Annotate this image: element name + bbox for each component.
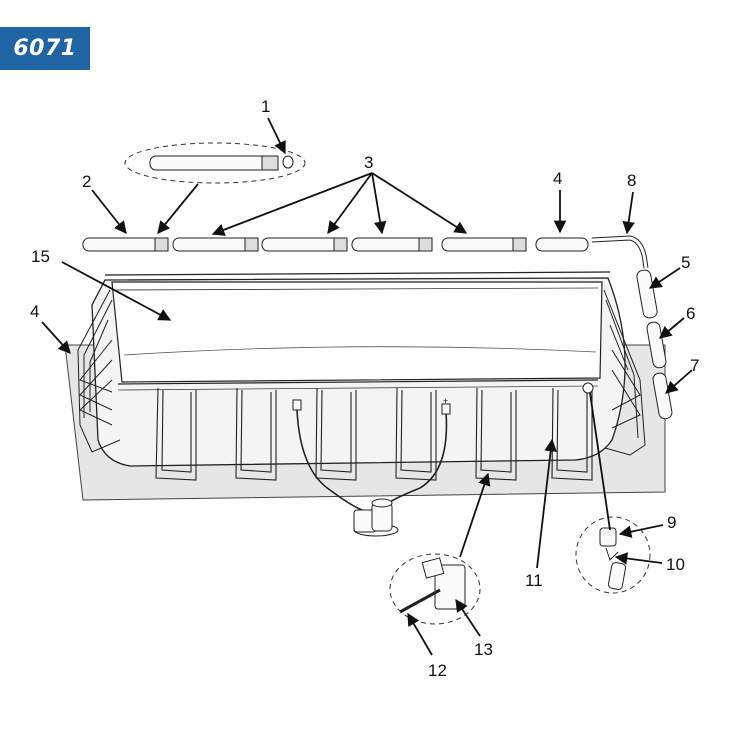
left-end-frame [77, 289, 121, 453]
top-rail-poles [82, 235, 649, 269]
model-number-badge: 6071 [0, 27, 90, 70]
callout-3: 3 [364, 153, 373, 172]
callout-4-top: 4 [553, 169, 562, 188]
callout-6: 6 [686, 304, 695, 323]
callout-7: 7 [690, 356, 699, 375]
svg-text:+: + [443, 396, 448, 406]
callout-1: 1 [261, 97, 270, 116]
leader-arrows [41, 117, 693, 656]
right-end-frame [603, 289, 646, 456]
callout-15: 15 [31, 247, 50, 266]
pole-detail-ring [124, 142, 306, 184]
callout-4-left: 4 [30, 302, 39, 321]
vertical-leg-parts [636, 269, 673, 420]
callout-11: 11 [525, 571, 543, 590]
pool-legs [155, 387, 593, 481]
connector-detail-ring [575, 516, 651, 594]
callout-5: 5 [681, 253, 690, 272]
filter-pump: + [292, 396, 451, 537]
callout-9: 9 [667, 513, 676, 532]
callout-8: 8 [627, 171, 636, 190]
callout-13: 13 [474, 640, 493, 659]
callout-10: 10 [666, 555, 685, 574]
callout-2: 2 [82, 172, 91, 191]
callout-12: 12 [428, 661, 447, 680]
skimmer-detail-ring [389, 553, 481, 625]
